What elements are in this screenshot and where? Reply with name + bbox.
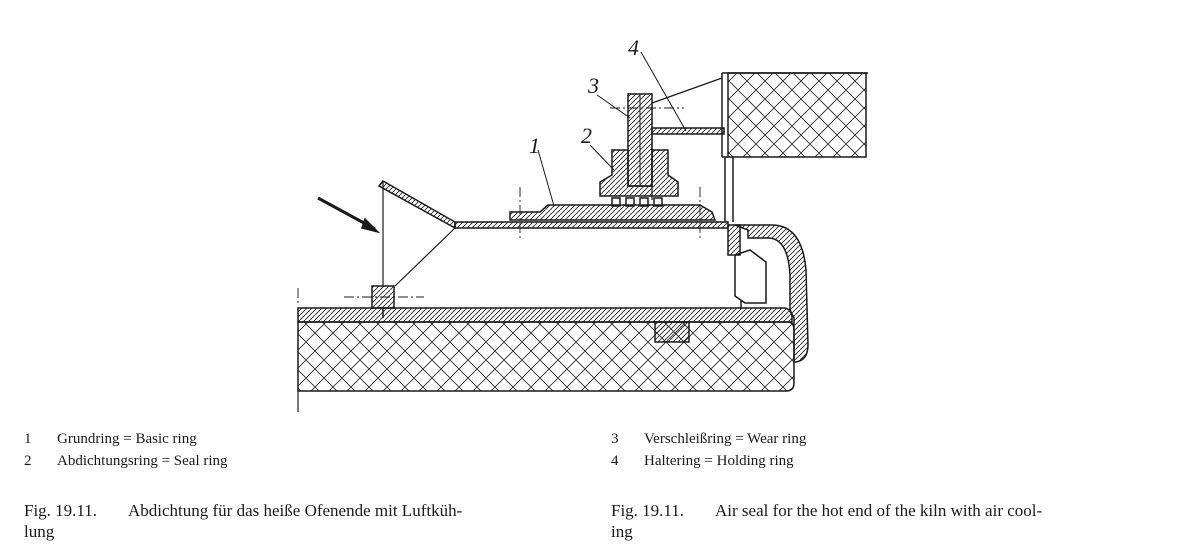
legend-text: Haltering = Holding ring: [644, 453, 794, 469]
caption-text-line1: Air seal for the hot end of the kiln wit…: [715, 501, 1043, 520]
air-flow-arrow: [317, 196, 381, 234]
center-lines: [297, 107, 701, 303]
legend-number: 4: [611, 453, 619, 469]
legend-text: Abdichtungsring = Seal ring: [57, 453, 228, 469]
legend-number: 3: [611, 431, 619, 447]
legend-item: 3 Verschleißring = Wear ring: [611, 428, 806, 450]
caption-figure-number: Fig. 19.11.: [611, 501, 685, 520]
seal-ring: [599, 149, 679, 197]
kiln-shell-plate: [371, 180, 729, 318]
callout-leaders: [537, 51, 687, 207]
legend-number: 2: [24, 453, 32, 469]
caption-text-line2: ing: [611, 522, 633, 541]
callout-2: 2: [581, 123, 592, 148]
legend-item: 4 Haltering = Holding ring: [611, 450, 806, 472]
legend-number: 1: [24, 431, 32, 447]
legend-text: Grundring = Basic ring: [57, 431, 197, 447]
legend-right: 3 Verschleißring = Wear ring 4 Haltering…: [611, 428, 806, 472]
caption-text-line2: lung: [24, 522, 55, 541]
callout-3: 3: [587, 73, 599, 98]
caption-figure-number: Fig. 19.11.: [24, 501, 98, 520]
wear-ring: [627, 93, 653, 187]
callout-1: 1: [529, 133, 540, 158]
kiln-shell-lining: [297, 307, 795, 412]
legend-item: 1 Grundring = Basic ring: [24, 428, 228, 450]
kiln-seal-diagram: 1 2 3 4: [297, 35, 868, 412]
callout-4: 4: [628, 35, 639, 60]
legend-item: 2 Abdichtungsring = Seal ring: [24, 450, 228, 472]
legend-text: Verschleißring = Wear ring: [644, 431, 807, 447]
kiln-hood-end: [727, 224, 809, 363]
caption-english: Fig. 19.11. Air seal for the hot end of t…: [611, 500, 1156, 542]
upper-refractory-block: [721, 72, 868, 222]
basic-ring: [509, 197, 717, 221]
caption-text-line1: Abdichtung für das heiße Ofenende mit Lu…: [128, 501, 463, 520]
caption-german: Fig. 19.11. Abdichtung für das heiße Ofen…: [24, 500, 569, 542]
legend-left: 1 Grundring = Basic ring 2 Abdichtungsri…: [24, 428, 228, 472]
